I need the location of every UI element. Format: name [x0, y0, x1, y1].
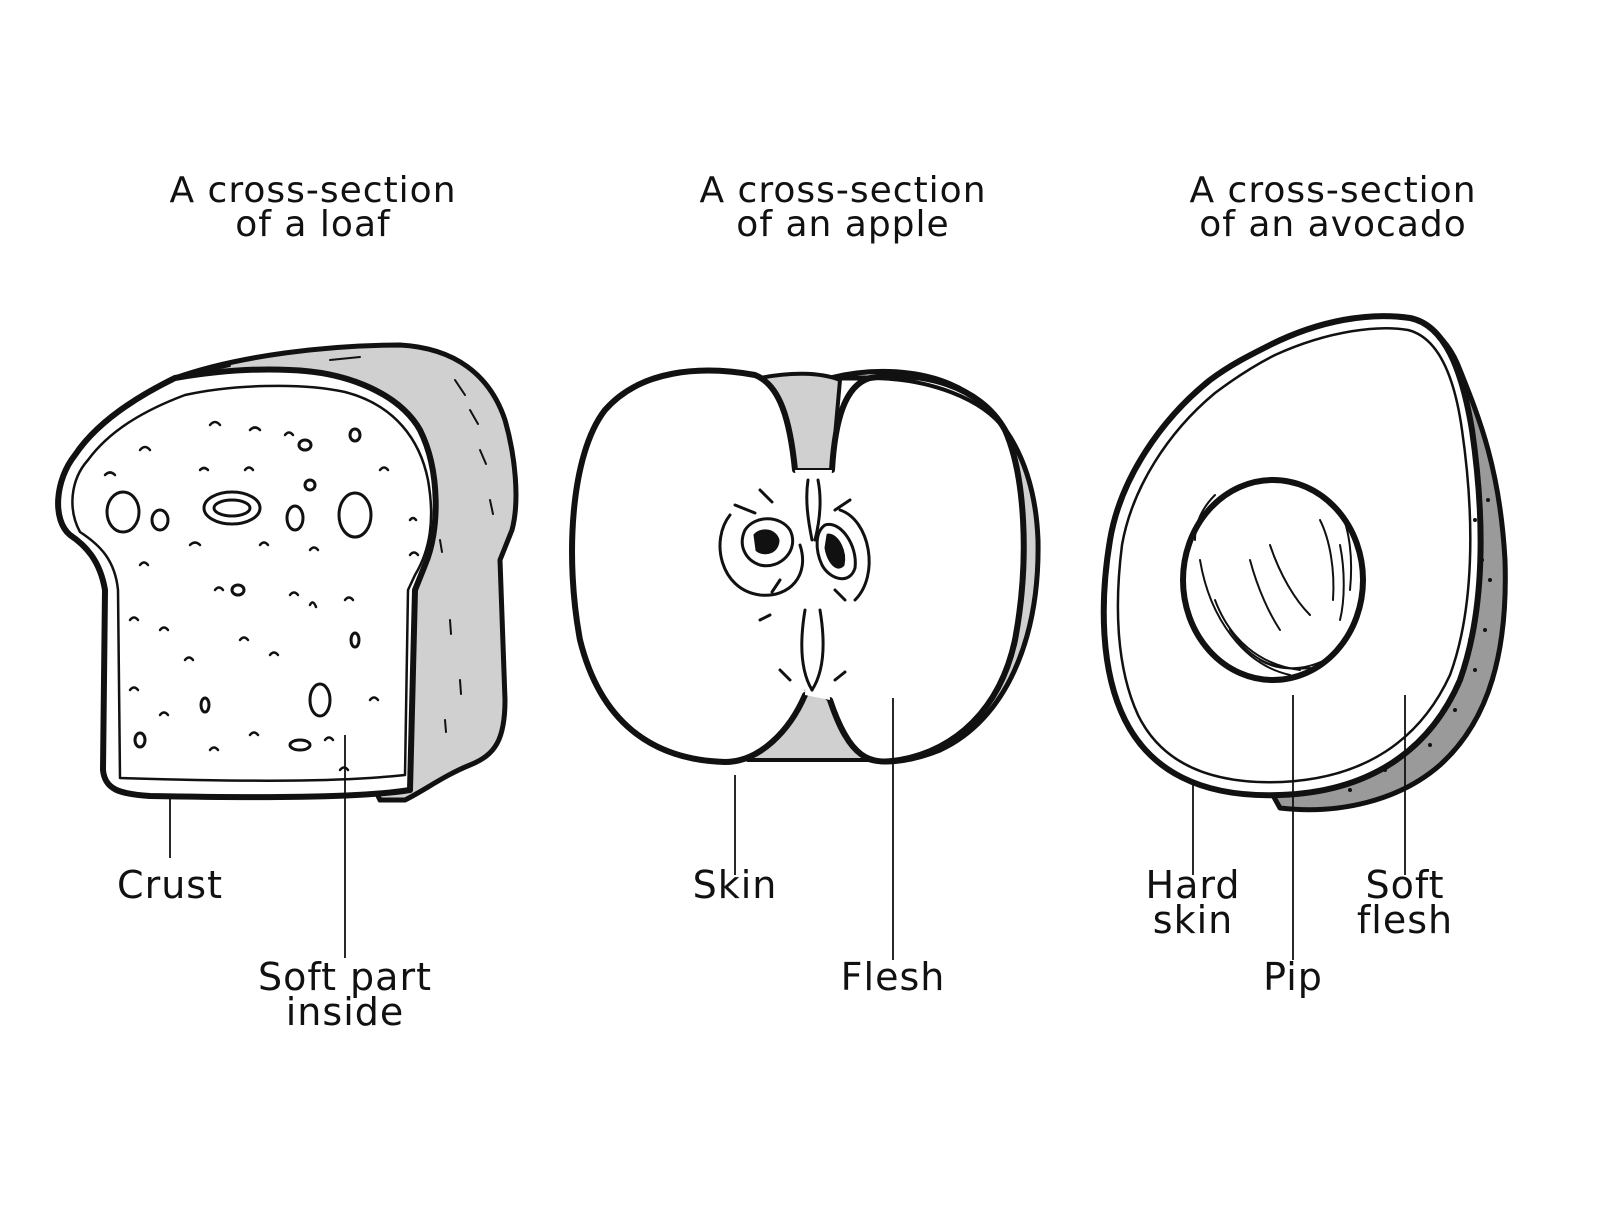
loaf-title: A cross-section of a loaf [103, 170, 523, 245]
pip-label: Pip [1263, 955, 1323, 999]
hard-skin-label: Hard skin [1118, 863, 1268, 942]
crust-label: Crust [117, 863, 223, 907]
soft-part-label: Soft part inside [235, 955, 455, 1034]
soft-flesh-label-line1: Soft [1365, 863, 1445, 907]
flesh-label: Flesh [840, 955, 946, 999]
leader-lines [169, 695, 1406, 960]
loaf-face [55, 366, 439, 801]
loaf-title-line2: of a loaf [235, 204, 391, 245]
apple-flesh-left [569, 367, 808, 765]
soft-part-label-line1: Soft part [258, 955, 432, 999]
apple-title: A cross-section of an apple [633, 170, 1053, 245]
loaf-title-line1: A cross-section [169, 170, 457, 211]
hard-skin-label-line1: Hard [1145, 863, 1241, 907]
apple-illustration [569, 367, 1041, 765]
apple-title-line2: of an apple [736, 204, 950, 245]
soft-part-label-line2: inside [285, 990, 405, 1034]
skin-label: Skin [692, 863, 778, 907]
avocado-pip [1180, 477, 1366, 683]
apple-title-line1: A cross-section [699, 170, 987, 211]
avocado-title-line2: of an avocado [1199, 204, 1467, 245]
soft-flesh-label: Soft flesh [1330, 863, 1480, 942]
avocado-title: A cross-section of an avocado [1123, 170, 1543, 245]
soft-flesh-label-line2: flesh [1356, 898, 1454, 942]
avocado-title-line1: A cross-section [1189, 170, 1477, 211]
loaf-illustration [55, 342, 519, 803]
avocado-illustration [1100, 313, 1508, 813]
hard-skin-label-line2: skin [1152, 898, 1234, 942]
